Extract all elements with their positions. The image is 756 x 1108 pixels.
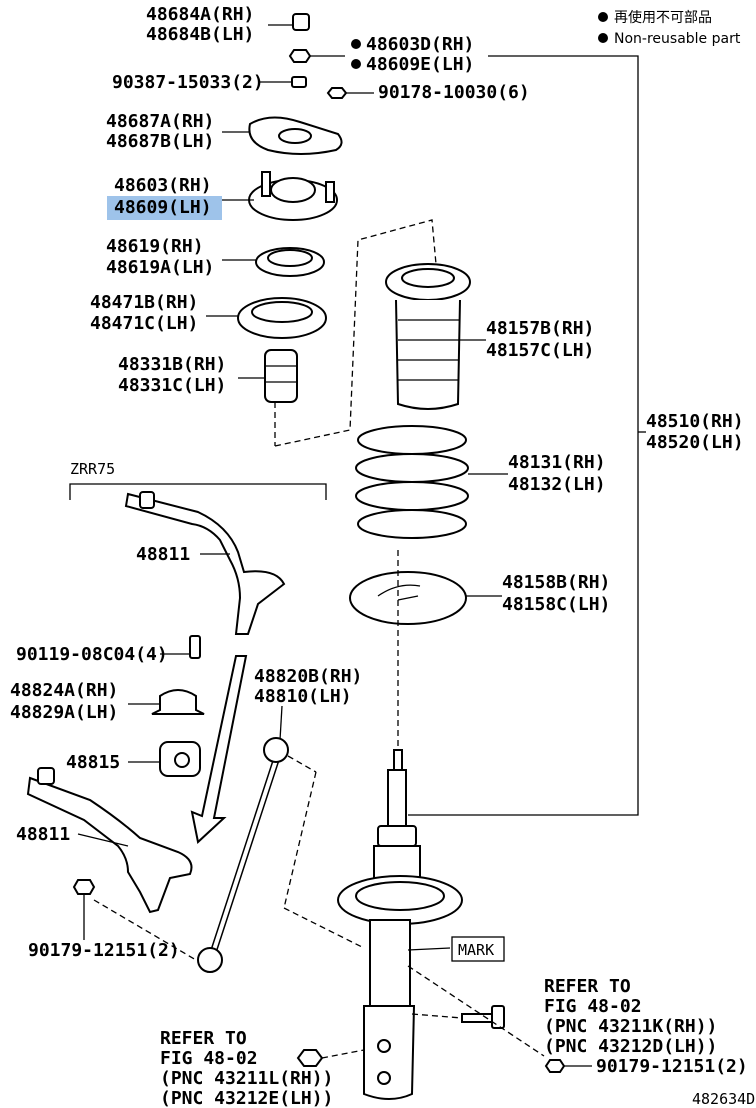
label-48471b-rh[interactable]: 48471B(RH) bbox=[90, 292, 198, 313]
ref2-line1[interactable]: REFER TO bbox=[160, 1028, 247, 1049]
ref1-line3[interactable]: (PNC 43211K(RH)) bbox=[544, 1016, 717, 1037]
ref1-line1[interactable]: REFER TO bbox=[544, 976, 631, 997]
non-reusable-marker-icon bbox=[351, 59, 361, 69]
ref2-line3[interactable]: (PNC 43211L(RH)) bbox=[160, 1068, 333, 1089]
label-mark[interactable]: MARK bbox=[458, 941, 494, 959]
label-90179-left[interactable]: 90179-12151(2) bbox=[28, 940, 180, 961]
label-48811-lower[interactable]: 48811 bbox=[16, 824, 70, 845]
mark-tag bbox=[451, 936, 505, 962]
install-direction-arrow bbox=[190, 655, 248, 844]
legend-jp: 再使用不可部品 bbox=[614, 9, 712, 26]
bolt-90119[interactable] bbox=[189, 635, 201, 659]
bracket-48824[interactable] bbox=[151, 689, 205, 715]
label-48157c-lh[interactable]: 48157C(LH) bbox=[486, 340, 594, 361]
label-48158b-rh[interactable]: 48158B(RH) bbox=[502, 572, 610, 593]
stabilizer-bar-48811-lower[interactable] bbox=[26, 776, 193, 914]
label-48157b-rh[interactable]: 48157B(RH) bbox=[486, 318, 594, 339]
label-zrr75[interactable]: ZRR75 bbox=[70, 460, 115, 478]
label-48815[interactable]: 48815 bbox=[66, 752, 120, 773]
coil-spring-48131[interactable] bbox=[355, 425, 469, 539]
label-90387[interactable]: 90387-15033(2) bbox=[112, 72, 264, 93]
label-48829a-lh[interactable]: 48829A(LH) bbox=[10, 702, 118, 723]
label-48687-rh[interactable]: 48687A(RH) bbox=[106, 111, 214, 132]
ref2-line2[interactable]: FIG 48-02 bbox=[160, 1048, 258, 1069]
label-48687-lh[interactable]: 48687B(LH) bbox=[106, 131, 214, 152]
nut-90179-right[interactable] bbox=[544, 1059, 566, 1073]
nut-90178[interactable] bbox=[326, 87, 348, 99]
label-48609-highlight bbox=[107, 196, 222, 220]
label-48824a-rh[interactable]: 48824A(RH) bbox=[10, 680, 118, 701]
shock-absorber[interactable] bbox=[337, 749, 463, 1100]
label-48132-lh[interactable]: 48132(LH) bbox=[508, 474, 606, 495]
non-reusable-marker-icon bbox=[598, 12, 608, 22]
label-48131-rh[interactable]: 48131(RH) bbox=[508, 452, 606, 473]
ref1-line2[interactable]: FIG 48-02 bbox=[544, 996, 642, 1017]
stabilizer-bar-48811-upper[interactable] bbox=[124, 492, 286, 635]
label-90119[interactable]: 90119-08C04(4) bbox=[16, 644, 168, 665]
legend-en: Non-reusable part bbox=[614, 31, 741, 47]
ref1-line4[interactable]: (PNC 43212D(LH)) bbox=[544, 1036, 717, 1057]
label-48609-lh[interactable]: 48609(LH) bbox=[114, 197, 212, 218]
nut-90179-left[interactable] bbox=[72, 879, 96, 895]
label-48811-upper[interactable]: 48811 bbox=[136, 544, 190, 565]
label-48603-rh[interactable]: 48603(RH) bbox=[114, 175, 212, 196]
bolt-lower-right[interactable] bbox=[461, 1005, 505, 1029]
washer-90387[interactable] bbox=[291, 76, 307, 88]
label-48471c-lh[interactable]: 48471C(LH) bbox=[90, 313, 198, 334]
label-48520-lh[interactable]: 48520(LH) bbox=[646, 432, 744, 453]
illustration-code: 482634D bbox=[692, 1090, 755, 1108]
label-48603d-rh[interactable]: 48603D(RH) bbox=[366, 34, 474, 55]
label-48684-lh[interactable]: 48684B(LH) bbox=[146, 24, 254, 45]
label-48810-lh[interactable]: 48810(LH) bbox=[254, 686, 352, 707]
label-48331c-lh[interactable]: 48331C(LH) bbox=[118, 375, 226, 396]
nut-lower-middle[interactable] bbox=[296, 1049, 324, 1067]
label-48820b-rh[interactable]: 48820B(RH) bbox=[254, 666, 362, 687]
label-90179-right[interactable]: 90179-12151(2) bbox=[596, 1056, 748, 1077]
non-reusable-marker-icon bbox=[351, 39, 361, 49]
label-48684-rh[interactable]: 48684A(RH) bbox=[146, 4, 254, 25]
label-48619-rh[interactable]: 48619(RH) bbox=[106, 236, 204, 257]
ref2-line4[interactable]: (PNC 43212E(LH)) bbox=[160, 1088, 333, 1108]
non-reusable-marker-icon bbox=[598, 33, 608, 43]
label-48619a-lh[interactable]: 48619A(LH) bbox=[106, 257, 214, 278]
cap-48684[interactable] bbox=[292, 13, 310, 31]
stabilizer-link-48820[interactable] bbox=[197, 737, 289, 973]
label-48609e-lh[interactable]: 48609E(LH) bbox=[366, 54, 474, 75]
bumper-48331[interactable] bbox=[264, 349, 298, 403]
label-48331b-rh[interactable]: 48331B(RH) bbox=[118, 354, 226, 375]
label-48510-rh[interactable]: 48510(RH) bbox=[646, 411, 744, 432]
nut-48603d[interactable] bbox=[288, 49, 312, 63]
label-90178[interactable]: 90178-10030(6) bbox=[378, 82, 530, 103]
label-48158c-lh[interactable]: 48158C(LH) bbox=[502, 594, 610, 615]
